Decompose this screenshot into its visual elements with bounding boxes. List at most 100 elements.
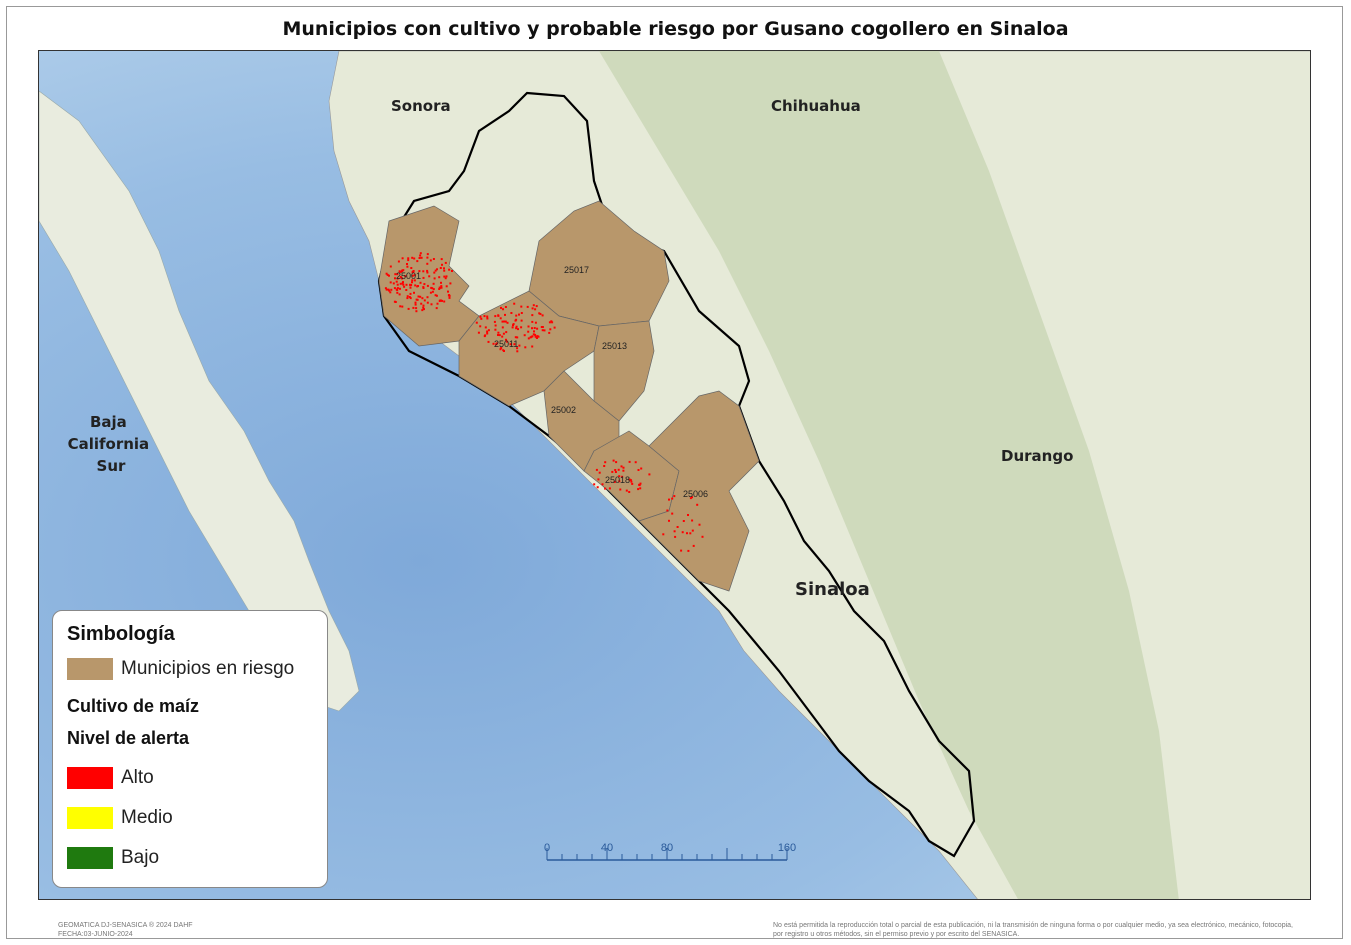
corn-alert-point xyxy=(494,315,497,318)
corn-alert-point xyxy=(531,335,534,338)
corn-alert-point xyxy=(531,345,534,348)
muni-label-25006: 25006 xyxy=(683,489,708,499)
corn-alert-point xyxy=(603,465,606,467)
corn-alert-point xyxy=(419,252,422,255)
corn-alert-point xyxy=(639,487,642,490)
corn-alert-point xyxy=(696,503,699,506)
muni-label-25017: 25017 xyxy=(564,265,589,275)
corn-alert-point xyxy=(422,306,425,309)
corn-alert-point xyxy=(506,321,509,324)
corn-alert-point xyxy=(411,274,414,277)
footer-copyright: No está permitida la reproducción total … xyxy=(773,922,1293,938)
corn-alert-point xyxy=(392,282,395,285)
legend-swatch-bajo xyxy=(67,847,113,869)
corn-alert-point xyxy=(406,295,409,298)
corn-alert-point xyxy=(480,317,483,320)
corn-alert-point xyxy=(389,291,392,294)
corn-alert-point xyxy=(492,342,495,345)
corn-alert-point xyxy=(634,461,637,464)
corn-alert-point xyxy=(399,276,402,278)
corn-alert-point xyxy=(415,310,418,313)
corn-alert-point xyxy=(520,326,523,329)
corn-alert-point xyxy=(618,475,621,478)
corn-alert-point xyxy=(487,340,490,343)
legend-swatch-alto xyxy=(67,767,113,789)
corn-alert-point xyxy=(421,297,424,300)
corn-alert-point xyxy=(531,307,534,310)
corn-alert-point xyxy=(426,269,429,272)
corn-alert-point xyxy=(638,484,641,487)
footer-date-line: FECHA:03-JUNIO-2024 xyxy=(58,931,133,938)
corn-alert-point xyxy=(520,305,523,308)
corn-alert-point xyxy=(419,281,422,284)
corn-alert-point xyxy=(514,336,517,339)
corn-alert-point xyxy=(443,269,446,272)
legend-alert-label: Nivel de alerta xyxy=(67,728,190,748)
corn-alert-point xyxy=(406,265,409,268)
corn-alert-point xyxy=(417,295,420,298)
corn-alert-point xyxy=(483,315,486,318)
corn-alert-point xyxy=(440,281,442,284)
corn-alert-point xyxy=(681,531,684,534)
corn-alert-point xyxy=(517,328,519,331)
corn-alert-point xyxy=(431,290,434,293)
corn-alert-point xyxy=(385,288,388,291)
corn-alert-point xyxy=(406,263,408,265)
corn-alert-point xyxy=(386,273,389,276)
corn-alert-point xyxy=(598,471,601,474)
corn-alert-point xyxy=(527,337,530,340)
corn-alert-point xyxy=(448,268,451,271)
scale-tick-80: 80 xyxy=(661,842,673,854)
corn-alert-point xyxy=(619,488,622,491)
corn-alert-point xyxy=(389,265,392,268)
risk-municipalities xyxy=(378,200,760,592)
corn-alert-point xyxy=(493,320,496,323)
corn-alert-point xyxy=(408,296,411,298)
footer-credit-line: GEOMATICA DJ-SENASICA ® 2024 DAHF xyxy=(58,922,193,929)
corn-alert-point xyxy=(409,284,412,287)
corn-alert-point xyxy=(515,318,518,321)
corn-alert-point xyxy=(403,285,406,288)
corn-alert-point xyxy=(531,320,534,323)
corn-alert-point xyxy=(393,287,396,290)
corn-alert-point xyxy=(597,478,600,481)
legend-swatch-medio xyxy=(67,807,113,829)
corn-alert-point xyxy=(448,294,451,297)
corn-alert-point xyxy=(401,277,403,280)
corn-alert-point xyxy=(504,306,507,308)
corn-alert-point xyxy=(515,327,518,330)
corn-alert-point xyxy=(548,321,551,324)
corn-alert-point xyxy=(698,523,701,526)
municipality-25006[interactable] xyxy=(638,390,760,592)
corn-alert-point xyxy=(500,346,503,349)
scale-bar: 0 40 80 160 xyxy=(544,842,796,861)
corn-alert-point xyxy=(526,305,529,308)
corn-alert-point xyxy=(413,291,415,294)
corn-alert-point xyxy=(426,296,429,299)
corn-alert-point xyxy=(549,328,552,331)
corn-alert-point xyxy=(390,288,393,291)
corn-alert-point xyxy=(639,482,642,485)
corn-alert-point xyxy=(686,532,688,535)
corn-alert-point xyxy=(671,512,674,515)
corn-alert-point xyxy=(407,307,410,310)
corn-alert-point xyxy=(407,257,410,260)
corn-alert-point xyxy=(671,497,674,500)
corn-alert-point xyxy=(440,285,443,288)
corn-alert-point xyxy=(536,327,539,330)
corn-alert-point xyxy=(428,275,431,278)
corn-alert-point xyxy=(409,292,412,295)
corn-alert-point xyxy=(394,301,397,303)
corn-alert-point xyxy=(494,324,497,327)
corn-alert-point xyxy=(668,519,670,522)
corn-alert-point xyxy=(419,295,422,298)
corn-alert-point xyxy=(497,331,500,334)
corn-alert-point xyxy=(674,535,677,538)
corn-alert-point xyxy=(630,480,633,483)
corn-alert-point xyxy=(620,465,623,468)
corn-alert-point xyxy=(444,261,447,264)
corn-alert-point xyxy=(404,275,407,278)
muni-label-25002: 25002 xyxy=(551,405,576,415)
corn-alert-point xyxy=(398,293,401,296)
corn-alert-point xyxy=(413,279,416,282)
